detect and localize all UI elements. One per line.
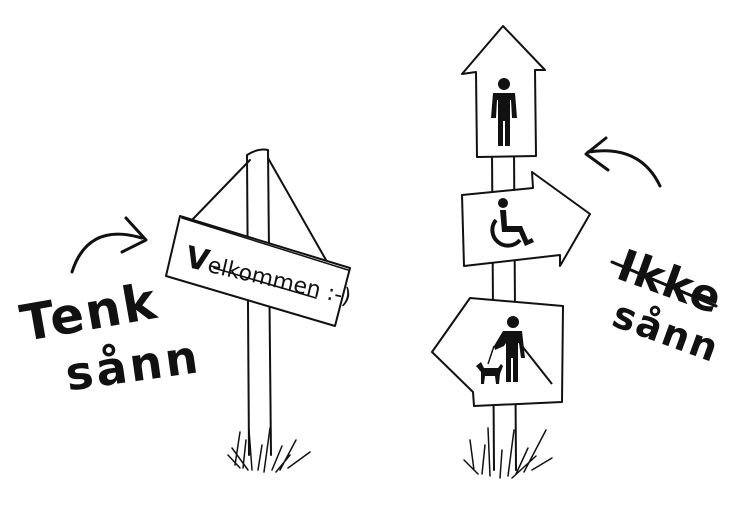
- welcome-string-right: [267, 157, 327, 261]
- wheelchair-icon: [490, 198, 534, 248]
- curved-arrow-left: [70, 216, 148, 274]
- arrow-right-sign: [461, 171, 591, 267]
- welcome-signpost: [165, 148, 351, 473]
- welcome-underline: [213, 267, 317, 299]
- direction-grass: [463, 427, 553, 479]
- curved-arrow-right: [584, 136, 662, 188]
- welcome-string-left: [191, 159, 251, 221]
- person-icon: [491, 78, 517, 146]
- direction-signpost: [431, 25, 591, 479]
- right-label-divider: [610, 260, 718, 308]
- person-with-guide-dog-icon: [476, 316, 553, 385]
- arrow-left-sign: [431, 297, 564, 407]
- welcome-grass: [227, 427, 311, 473]
- arrow-up-sign: [461, 25, 546, 158]
- welcome-board: [165, 215, 351, 327]
